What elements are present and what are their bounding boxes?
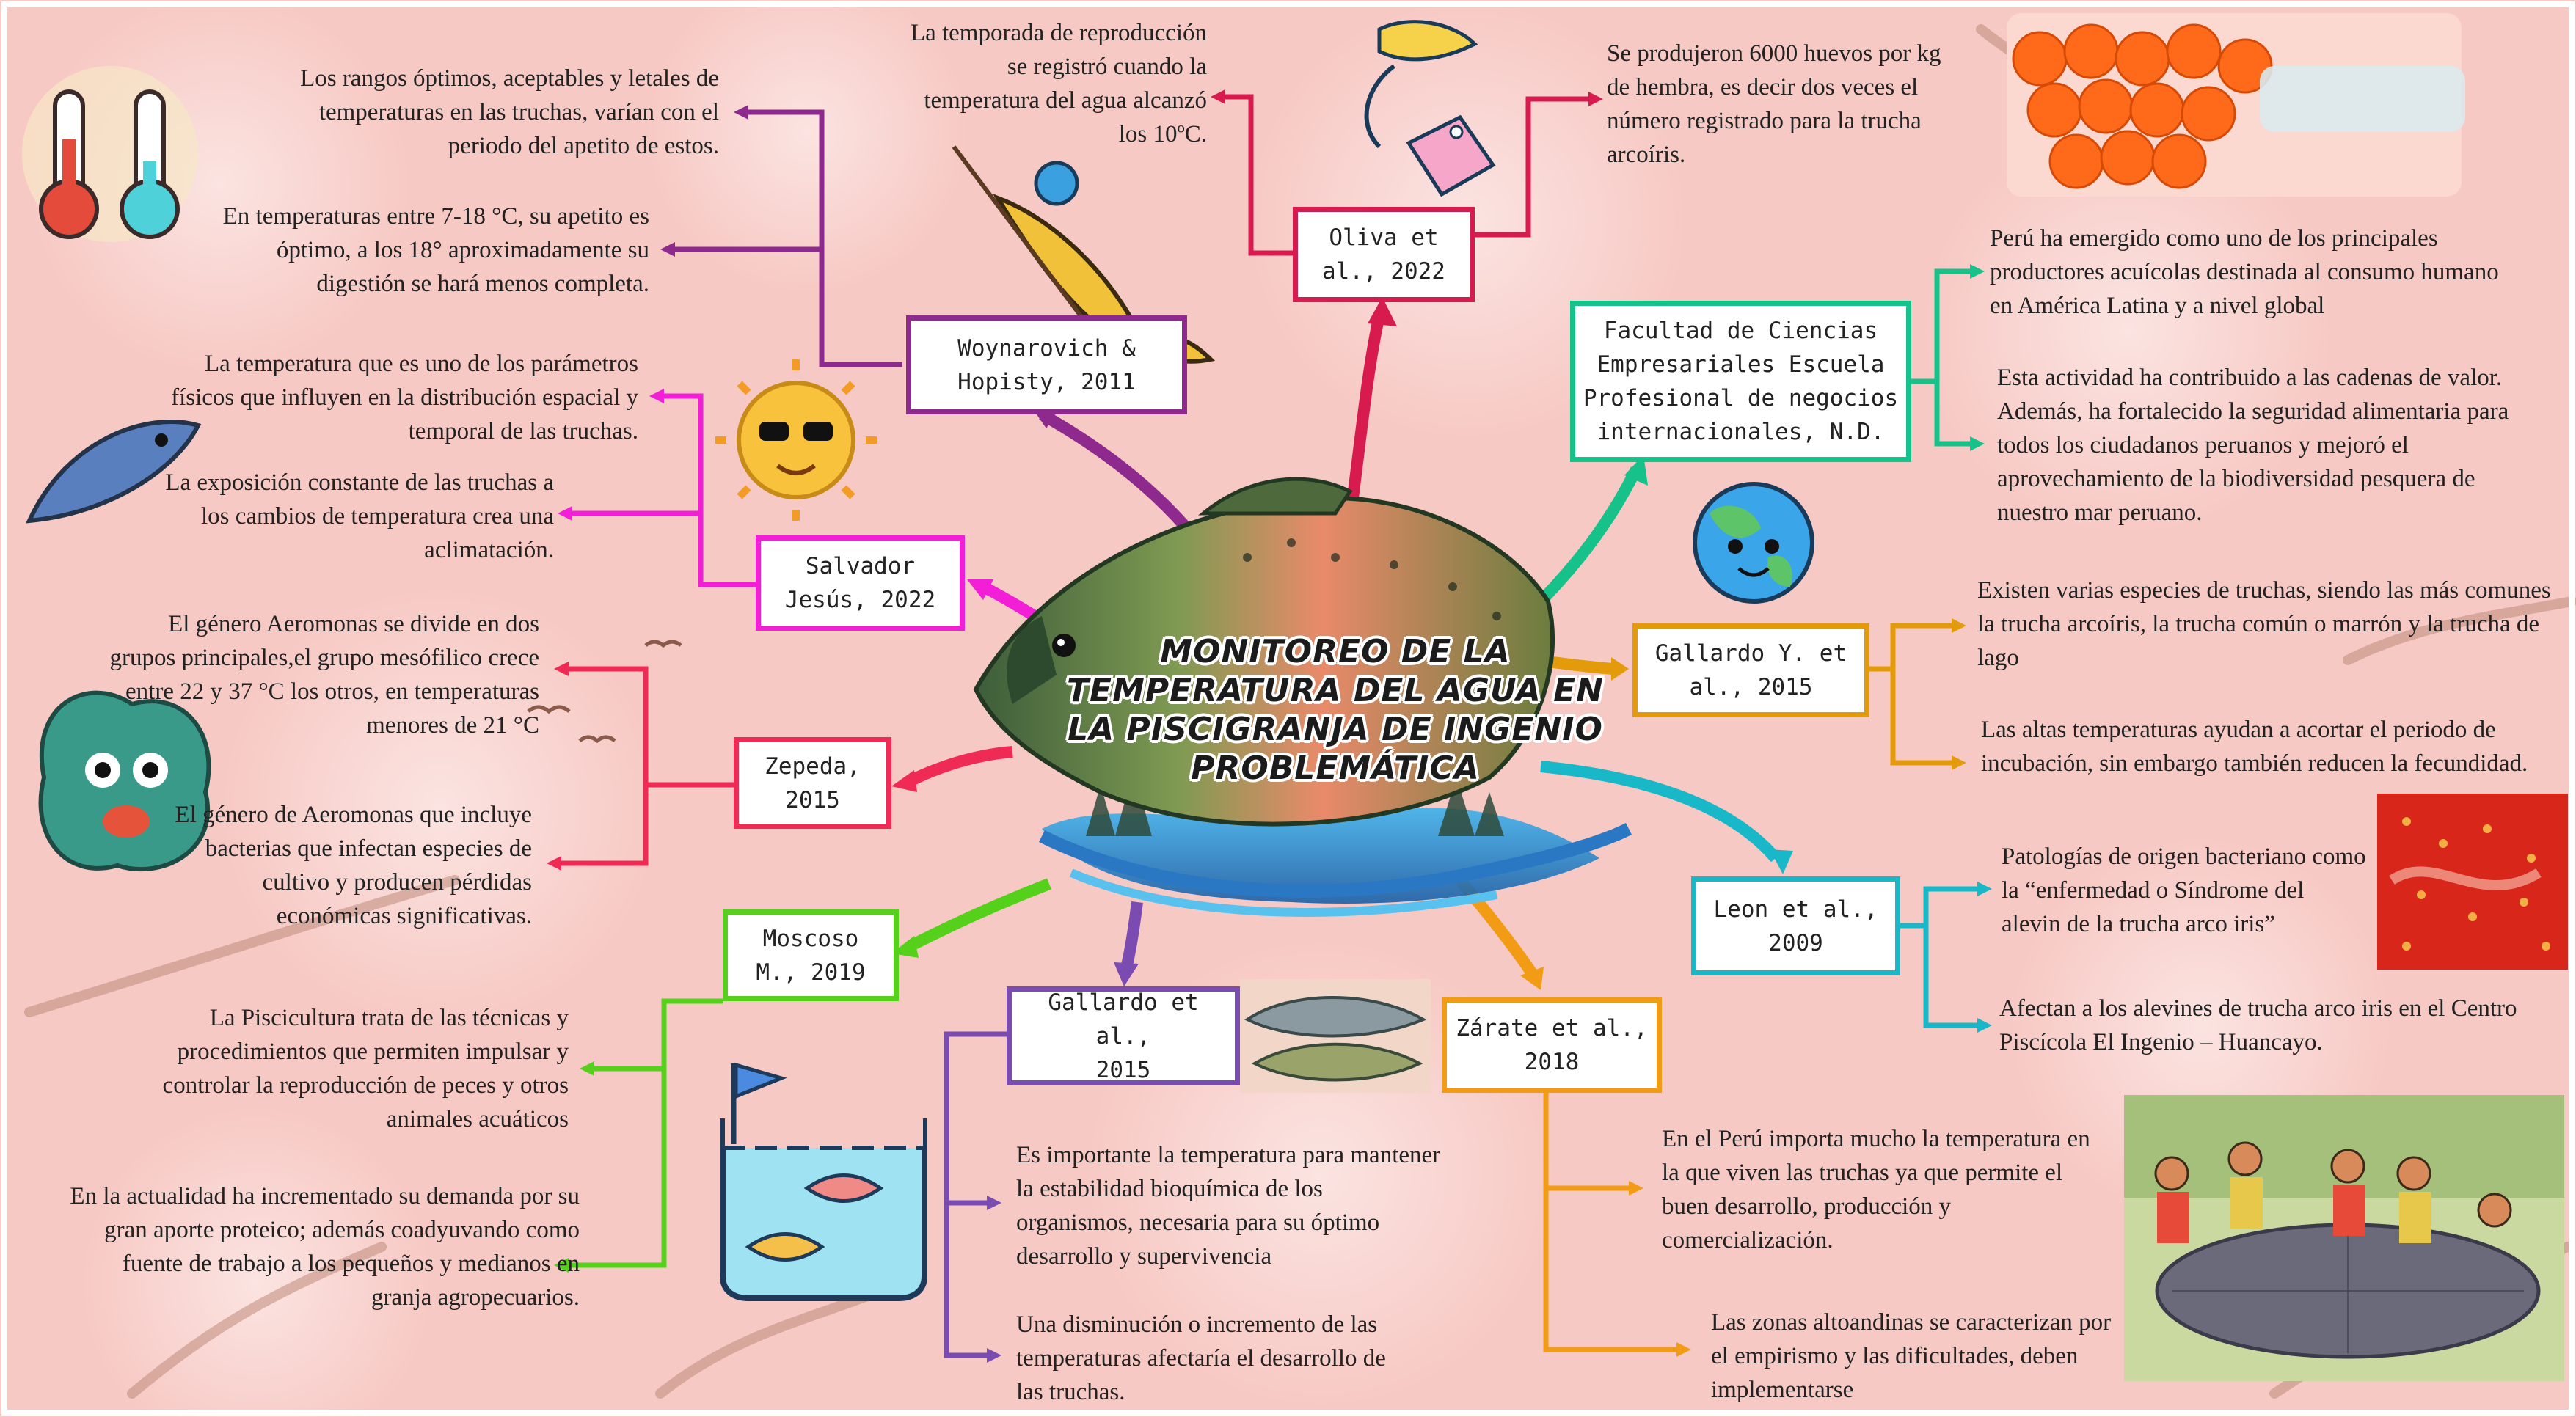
note-gallardo-y-2: Las altas temperaturas ayudan a acortar … xyxy=(1981,717,2528,777)
connector-moscoso xyxy=(554,878,1051,1273)
central-title: MONITOREO DE LA TEMPERATURA DEL AGUA EN … xyxy=(1067,633,1604,787)
note-leon-1: Patologías de origen bacteriano como la … xyxy=(2002,843,2366,937)
note-gallardo-y-1: Existen varias especies de truchas, sien… xyxy=(1977,577,2551,671)
node-gallardo: Gallardo et al., 2015 xyxy=(1007,986,1240,1085)
node-zarate: Zárate et al., 2018 xyxy=(1442,997,1662,1093)
note-gallardo-2: Una disminución o incremento de las temp… xyxy=(1016,1311,1386,1405)
fish-blue-icon xyxy=(26,420,202,524)
note-salvador-2: La exposición constante de las truchas a… xyxy=(165,469,554,563)
thermometer-icon xyxy=(22,66,198,242)
central-trout-illustration xyxy=(973,477,1632,917)
note-zepeda-2: El género de Aeromonas que incluye bacte… xyxy=(175,802,532,929)
connector-gallardo xyxy=(944,901,1143,1363)
bird-silhouettes xyxy=(527,640,682,744)
fish-tank-icon xyxy=(720,1062,927,1301)
note-oliva-2: Se produjeron 6000 huevos por kg de hemb… xyxy=(1607,40,1941,168)
note-facultad-2: Esta actividad ha contribuido a las cade… xyxy=(1997,365,2509,526)
node-facultad: Facultad de Ciencias Empresariales Escue… xyxy=(1570,301,1911,462)
fish-roe-photo xyxy=(2007,13,2465,197)
fish-pair-photo xyxy=(1240,979,1431,1093)
fish-pricetag-icon xyxy=(1364,20,1496,197)
note-oliva-1: La temporada de reproducción se registró… xyxy=(910,20,1207,147)
earth-mascot-icon xyxy=(1693,482,1814,604)
note-facultad-1: Perú ha emergido como uno de los princip… xyxy=(1990,225,2499,319)
note-moscoso-2: En la actualidad ha incrementado su dema… xyxy=(70,1183,580,1311)
sun-sunglasses-icon xyxy=(715,359,877,521)
connector-zepeda xyxy=(547,662,1013,871)
fishermen-net-illustration xyxy=(2124,1095,2564,1381)
connector-facultad xyxy=(1529,264,1985,613)
node-moscoso: Moscoso M., 2019 xyxy=(723,909,899,1001)
note-salvador-1: La temperatura que es uno de los parámet… xyxy=(171,351,638,444)
note-moscoso-1: La Piscicultura trata de las técnicas y … xyxy=(162,1005,569,1132)
fishing-fish-icon xyxy=(952,145,1216,364)
node-zepeda: Zepeda, 2015 xyxy=(734,737,891,829)
node-gallardo-y: Gallardo Y. et al., 2015 xyxy=(1632,623,1869,717)
note-zepeda-1: El género Aeromonas se divide en dos gru… xyxy=(109,611,539,739)
note-leon-2: Afectan a los alevines de trucha arco ir… xyxy=(1999,995,2517,1055)
node-oliva: Oliva et al., 2022 xyxy=(1293,207,1475,302)
node-woynarovich: Woynarovich & Hopisty, 2011 xyxy=(906,315,1187,414)
bacteria-monster-icon xyxy=(38,690,211,872)
node-salvador: Salvador Jesús, 2022 xyxy=(756,535,965,631)
blossom-pattern xyxy=(29,0,2392,1417)
note-zarate-2: Las zonas altoandinas se caracterizan po… xyxy=(1711,1309,2112,1403)
note-woynarovich-2: En temperaturas entre 7-18 °C, su apetit… xyxy=(222,203,649,297)
connector-leon xyxy=(1540,761,1992,1033)
note-zarate-1: En el Perú importa mucho la temperatura … xyxy=(1662,1126,2090,1253)
note-woynarovich-1: Los rangos óptimos, aceptables y letales… xyxy=(300,65,719,159)
node-leon: Leon et al., 2009 xyxy=(1691,876,1900,975)
bacteria-culture-photo xyxy=(2377,794,2568,970)
note-gallardo-1: Es importante la temperatura para manten… xyxy=(1016,1142,1441,1270)
